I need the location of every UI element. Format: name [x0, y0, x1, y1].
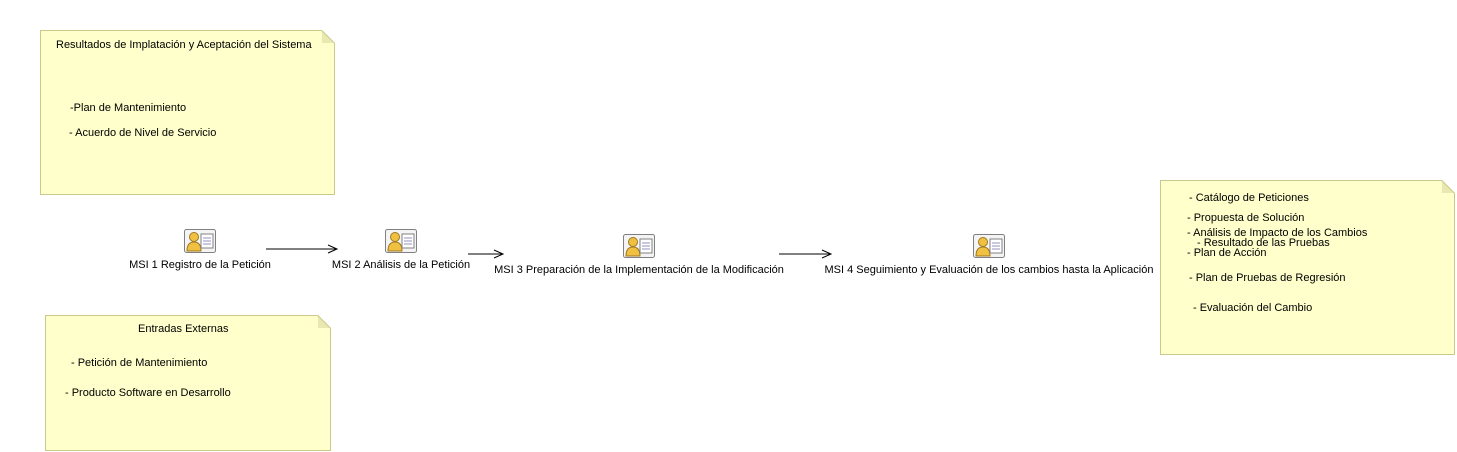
note-productos-line: - Análisis de Impacto de los Cambios [1187, 227, 1368, 239]
note-productos-line: - Propuesta de Solución [1187, 212, 1305, 224]
flow-arrow-3-4 [779, 249, 833, 259]
process-msi1[interactable]: MSI 1 Registro de la Petición [120, 229, 280, 271]
flow-arrow-1-2 [266, 244, 339, 254]
note-productos-line: - Catálogo de Peticiones [1189, 192, 1309, 204]
process-label: MSI 1 Registro de la Petición [129, 259, 271, 271]
note-resultados-line: -Plan de Mantenimiento [70, 102, 187, 114]
note-productos-line: - Resultado de las Pruebas [1197, 237, 1330, 249]
note-fold [322, 30, 335, 43]
note-resultados: Resultados de Implatación y Aceptación d… [40, 30, 335, 195]
process-label: MSI 3 Preparación de la Implementación d… [494, 264, 784, 276]
process-icon [973, 234, 1005, 258]
note-productos-line: - Evaluación del Cambio [1193, 302, 1313, 314]
note-entradas-line: - Producto Software en Desarrollo [65, 387, 231, 399]
note-fold [1442, 180, 1455, 193]
note-resultados-line: - Acuerdo de Nivel de Servicio [69, 127, 217, 139]
flow-arrow-2-3 [468, 249, 505, 259]
process-msi4[interactable]: MSI 4 Seguimiento y Evaluación de los ca… [818, 234, 1160, 276]
note-entradas-title: Entradas Externas [138, 323, 229, 335]
process-icon [184, 229, 216, 253]
process-label: MSI 2 Análisis de la Petición [331, 259, 471, 271]
process-msi3[interactable]: MSI 3 Preparación de la Implementación d… [489, 234, 789, 276]
note-productos: - Catálogo de Peticiones - Propuesta de … [1160, 180, 1455, 355]
process-label: MSI 4 Seguimiento y Evaluación de los ca… [824, 264, 1154, 276]
note-resultados-title: Resultados de Implatación y Aceptación d… [56, 39, 312, 51]
process-msi2[interactable]: MSI 2 Análisis de la Petición [321, 229, 481, 271]
note-entradas: Entradas Externas - Petición de Mantenim… [45, 315, 331, 451]
note-entradas-line: - Petición de Mantenimiento [71, 357, 208, 369]
note-productos-line: - Plan de Acción [1187, 247, 1267, 259]
note-productos-line: - Plan de Pruebas de Regresión [1189, 272, 1346, 284]
process-icon [623, 234, 655, 258]
note-fold [318, 315, 331, 328]
process-icon [385, 229, 417, 253]
